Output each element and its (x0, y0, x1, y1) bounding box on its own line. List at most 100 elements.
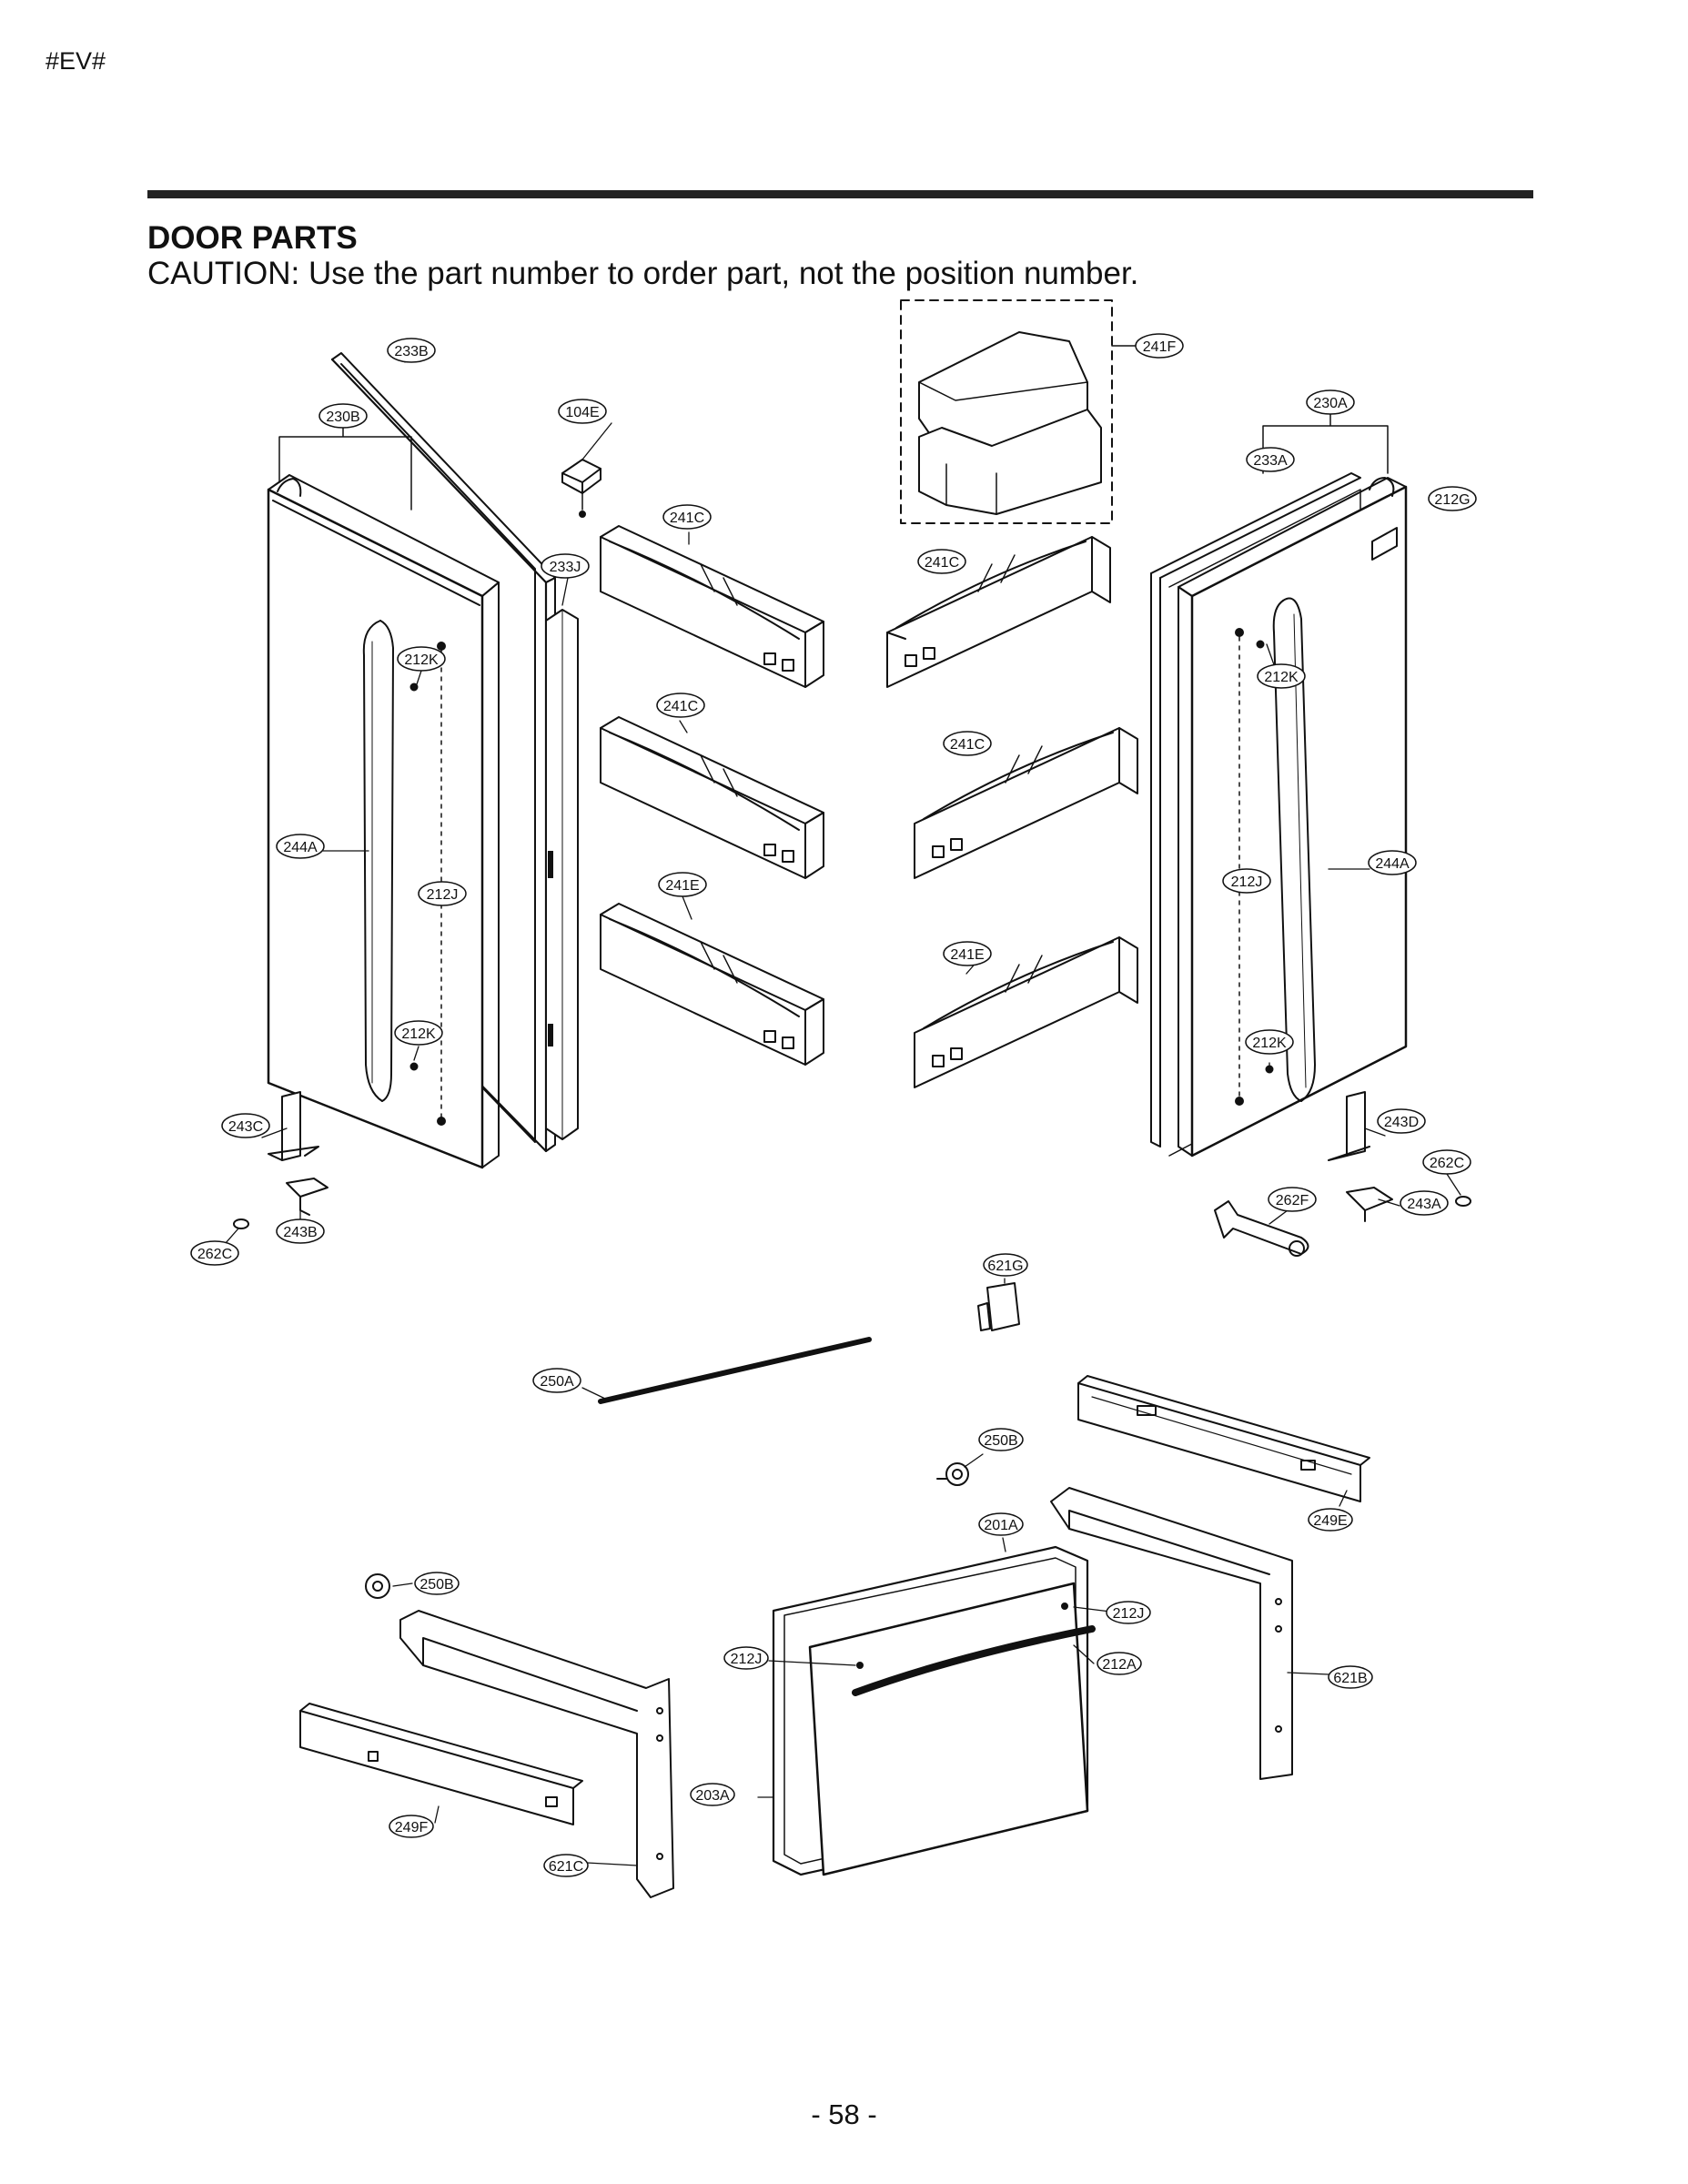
callout-label: 233B (394, 344, 428, 359)
callout-262F: 262F (1268, 1187, 1317, 1212)
callout-label: 212J (427, 887, 459, 903)
callout-250A: 250A (532, 1368, 581, 1393)
callout-212G: 212G (1428, 486, 1477, 511)
door-bins-left (600, 525, 824, 1066)
callout-ovals: 241F 230B 104E 230A 233B 233A 212G 241C … (190, 333, 1477, 1877)
callout-212K: 212K (394, 1020, 443, 1046)
callout-104E: 104E (558, 399, 607, 424)
bracket-621b (1050, 1487, 1293, 1780)
bin-241f-detail (900, 299, 1113, 524)
callout-212J: 212J (418, 881, 467, 906)
bracket-621c (399, 1610, 674, 1898)
callout-label: 249E (1313, 1513, 1347, 1529)
callout-label: 250B (984, 1433, 1017, 1449)
callout-212K: 212K (1257, 663, 1306, 689)
callout-243B: 243B (276, 1218, 325, 1244)
callout-label: 244A (1375, 856, 1410, 872)
drawer-door-assembly (772, 1545, 1096, 1876)
callout-212K: 212K (1245, 1029, 1294, 1055)
hinge-104e (561, 459, 601, 518)
callout-label: 212A (1102, 1657, 1137, 1673)
callout-label: 203A (695, 1788, 730, 1804)
callout-250B: 250B (978, 1428, 1024, 1451)
callout-label: 241C (925, 555, 959, 571)
callout-250B: 250B (414, 1572, 460, 1595)
callout-233J: 233J (541, 553, 590, 579)
callout-label: 104E (565, 405, 599, 420)
callout-label: 250B (419, 1577, 453, 1592)
callout-621G: 621G (983, 1253, 1028, 1277)
callout-212K: 212K (397, 646, 446, 672)
callout-212J: 212J (1106, 1601, 1151, 1624)
callout-241F: 241F (1135, 333, 1184, 359)
callout-label: 201A (984, 1518, 1018, 1533)
callout-label: 212K (404, 652, 439, 668)
callout-201A: 201A (978, 1512, 1024, 1536)
callout-label: 262F (1276, 1193, 1309, 1208)
callout-label: 243D (1384, 1115, 1419, 1130)
callout-621C: 621C (543, 1854, 589, 1877)
callout-233B: 233B (387, 338, 436, 363)
gear-250b-right (936, 1462, 969, 1486)
callout-label: 244A (283, 840, 318, 855)
rail-249e (1077, 1375, 1370, 1502)
callout-203A: 203A (690, 1783, 735, 1806)
callout-label: 243B (283, 1225, 317, 1240)
callout-241C: 241C (917, 549, 966, 574)
callout-label: 212J (1113, 1606, 1145, 1622)
callout-label: 212J (731, 1652, 763, 1667)
callout-212J: 212J (1222, 868, 1271, 894)
callout-241E: 241E (943, 941, 992, 966)
callout-label: 243C (228, 1119, 263, 1135)
callout-244A: 244A (1368, 850, 1417, 875)
callout-label: 249F (395, 1820, 429, 1835)
rail-249f (299, 1703, 583, 1825)
callout-230A: 230A (1306, 389, 1355, 415)
page-number: - 58 - (811, 2098, 877, 2130)
callout-label: 241F (1143, 339, 1177, 355)
callout-label: 241E (950, 947, 984, 963)
callout-241E: 241E (658, 872, 707, 897)
callout-244A: 244A (276, 834, 325, 859)
callout-243A: 243A (1400, 1190, 1449, 1216)
callout-label: 241C (950, 737, 985, 753)
callout-label: 212G (1434, 492, 1470, 508)
section-title: DOOR PARTS (147, 220, 358, 256)
callout-label: 262C (197, 1247, 232, 1262)
callout-label: 621C (549, 1859, 583, 1875)
callout-241C: 241C (662, 504, 712, 530)
callout-label: 243A (1407, 1197, 1441, 1212)
callout-249E: 249E (1308, 1508, 1353, 1532)
callout-212J: 212J (723, 1646, 769, 1670)
door-bins-right (886, 536, 1138, 1088)
header-rule (147, 190, 1533, 198)
callout-262C: 262C (190, 1240, 239, 1266)
callout-243C: 243C (221, 1113, 270, 1138)
callout-label: 241C (670, 511, 704, 526)
callout-212A: 212A (1097, 1652, 1142, 1675)
rod-250a (598, 1337, 872, 1404)
callout-249F: 249F (389, 1815, 434, 1838)
callout-230B: 230B (318, 403, 368, 429)
callout-label: 621B (1333, 1671, 1367, 1686)
callout-label: 230B (326, 410, 359, 425)
callout-label: 233J (550, 560, 581, 575)
callout-label: 250A (540, 1374, 574, 1390)
callout-233A: 233A (1246, 447, 1295, 472)
callout-label: 241E (665, 878, 699, 894)
callout-241C: 241C (943, 731, 992, 756)
callout-621B: 621B (1328, 1665, 1373, 1689)
hinge-parts (233, 1091, 1471, 1331)
callout-label: 212J (1231, 875, 1263, 890)
caution-note: CAUTION: Use the part number to order pa… (147, 256, 1139, 291)
right-door-assembly (1150, 472, 1408, 1158)
gear-250b-left (365, 1573, 390, 1599)
callout-label: 212K (1252, 1036, 1287, 1051)
callout-label: 230A (1313, 396, 1348, 411)
corner-code: #EV# (45, 47, 106, 75)
callout-241C: 241C (656, 693, 705, 718)
callout-label: 212K (401, 1026, 436, 1042)
callout-label: 233A (1253, 453, 1288, 469)
callout-label: 241C (663, 699, 698, 714)
